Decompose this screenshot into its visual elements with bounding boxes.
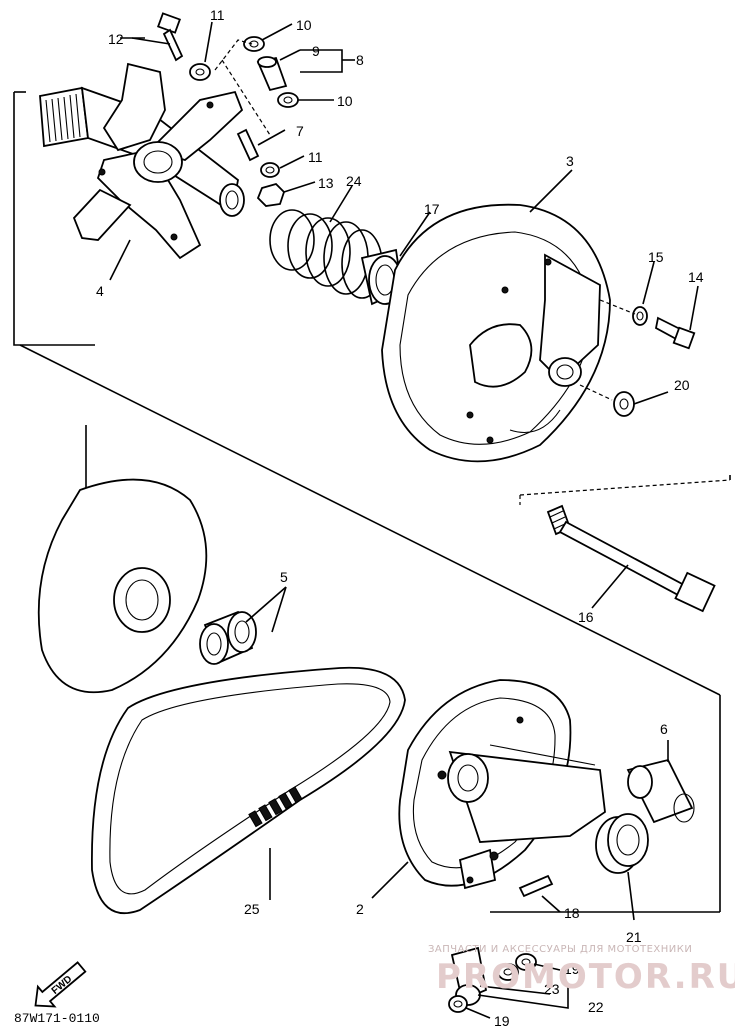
callout-11-top: 11 — [210, 7, 225, 23]
leader-lines — [109, 21, 699, 900]
part-12-bolt — [131, 12, 184, 62]
watermark-line1: ЗАПЧАСТИ И АКСЕССУАРЫ ДЛЯ МОТОТЕХНИКИ — [428, 944, 692, 955]
callout-11-mid: 11 — [308, 149, 323, 165]
part-4-spider-shaft — [39, 62, 245, 260]
callout-2: 2 — [356, 901, 364, 917]
parts-19-22-23-hardware — [448, 946, 569, 1019]
part-1-fixed-sheave — [37, 478, 208, 694]
part-5-bearing — [199, 586, 287, 665]
callout-22: 22 — [588, 999, 604, 1015]
callout-5: 5 — [280, 569, 288, 585]
callout-23: 23 — [544, 981, 560, 997]
callout-17: 17 — [424, 201, 440, 217]
part-16-long-bolt — [519, 479, 731, 613]
callout-19-bottom: 19 — [494, 1013, 510, 1029]
callout-9: 9 — [312, 43, 320, 59]
parts-14-15-bolt-washer — [599, 299, 696, 350]
callout-20: 20 — [674, 377, 690, 393]
callout-16: 16 — [578, 609, 594, 625]
callout-labels: 12 11 10 9 8 10 7 11 13 24 17 3 15 14 20… — [96, 7, 704, 1029]
part-24-spring — [269, 209, 383, 299]
part-6-collar — [626, 740, 695, 824]
watermark-line2: PROMOTOR.RU — [436, 957, 735, 997]
part-2-secondary-cover — [398, 679, 606, 890]
fwd-direction-arrow: FWD — [34, 961, 87, 1008]
callout-3: 3 — [566, 153, 574, 169]
part-25-v-belt — [91, 666, 406, 915]
callout-13: 13 — [318, 175, 334, 191]
callout-12: 12 — [108, 31, 124, 47]
parts-9-10-11-slider-set — [189, 36, 299, 207]
drawing-code: 87W171-0110 — [14, 1011, 100, 1026]
callout-6: 6 — [660, 721, 668, 737]
callout-24: 24 — [346, 173, 362, 189]
assembly-outline — [13, 91, 731, 913]
part-21-ring — [595, 813, 649, 921]
callout-14: 14 — [688, 269, 704, 285]
callout-25: 25 — [244, 901, 260, 917]
callout-19-top: 19 — [564, 961, 580, 977]
callout-10-top: 10 — [296, 17, 312, 33]
callout-4: 4 — [96, 283, 104, 299]
watermark: ЗАПЧАСТИ И АКСЕССУАРЫ ДЛЯ МОТОТЕХНИКИ PR… — [428, 944, 735, 997]
part-3-cover — [381, 203, 611, 463]
callout-15: 15 — [648, 249, 664, 265]
part-18-pin — [518, 874, 561, 913]
callout-18: 18 — [564, 905, 580, 921]
callout-10-bottom: 10 — [337, 93, 353, 109]
callout-7: 7 — [296, 123, 304, 139]
callout-8: 8 — [356, 52, 364, 68]
part-20-washer — [579, 384, 635, 417]
callout-21: 21 — [626, 929, 642, 945]
